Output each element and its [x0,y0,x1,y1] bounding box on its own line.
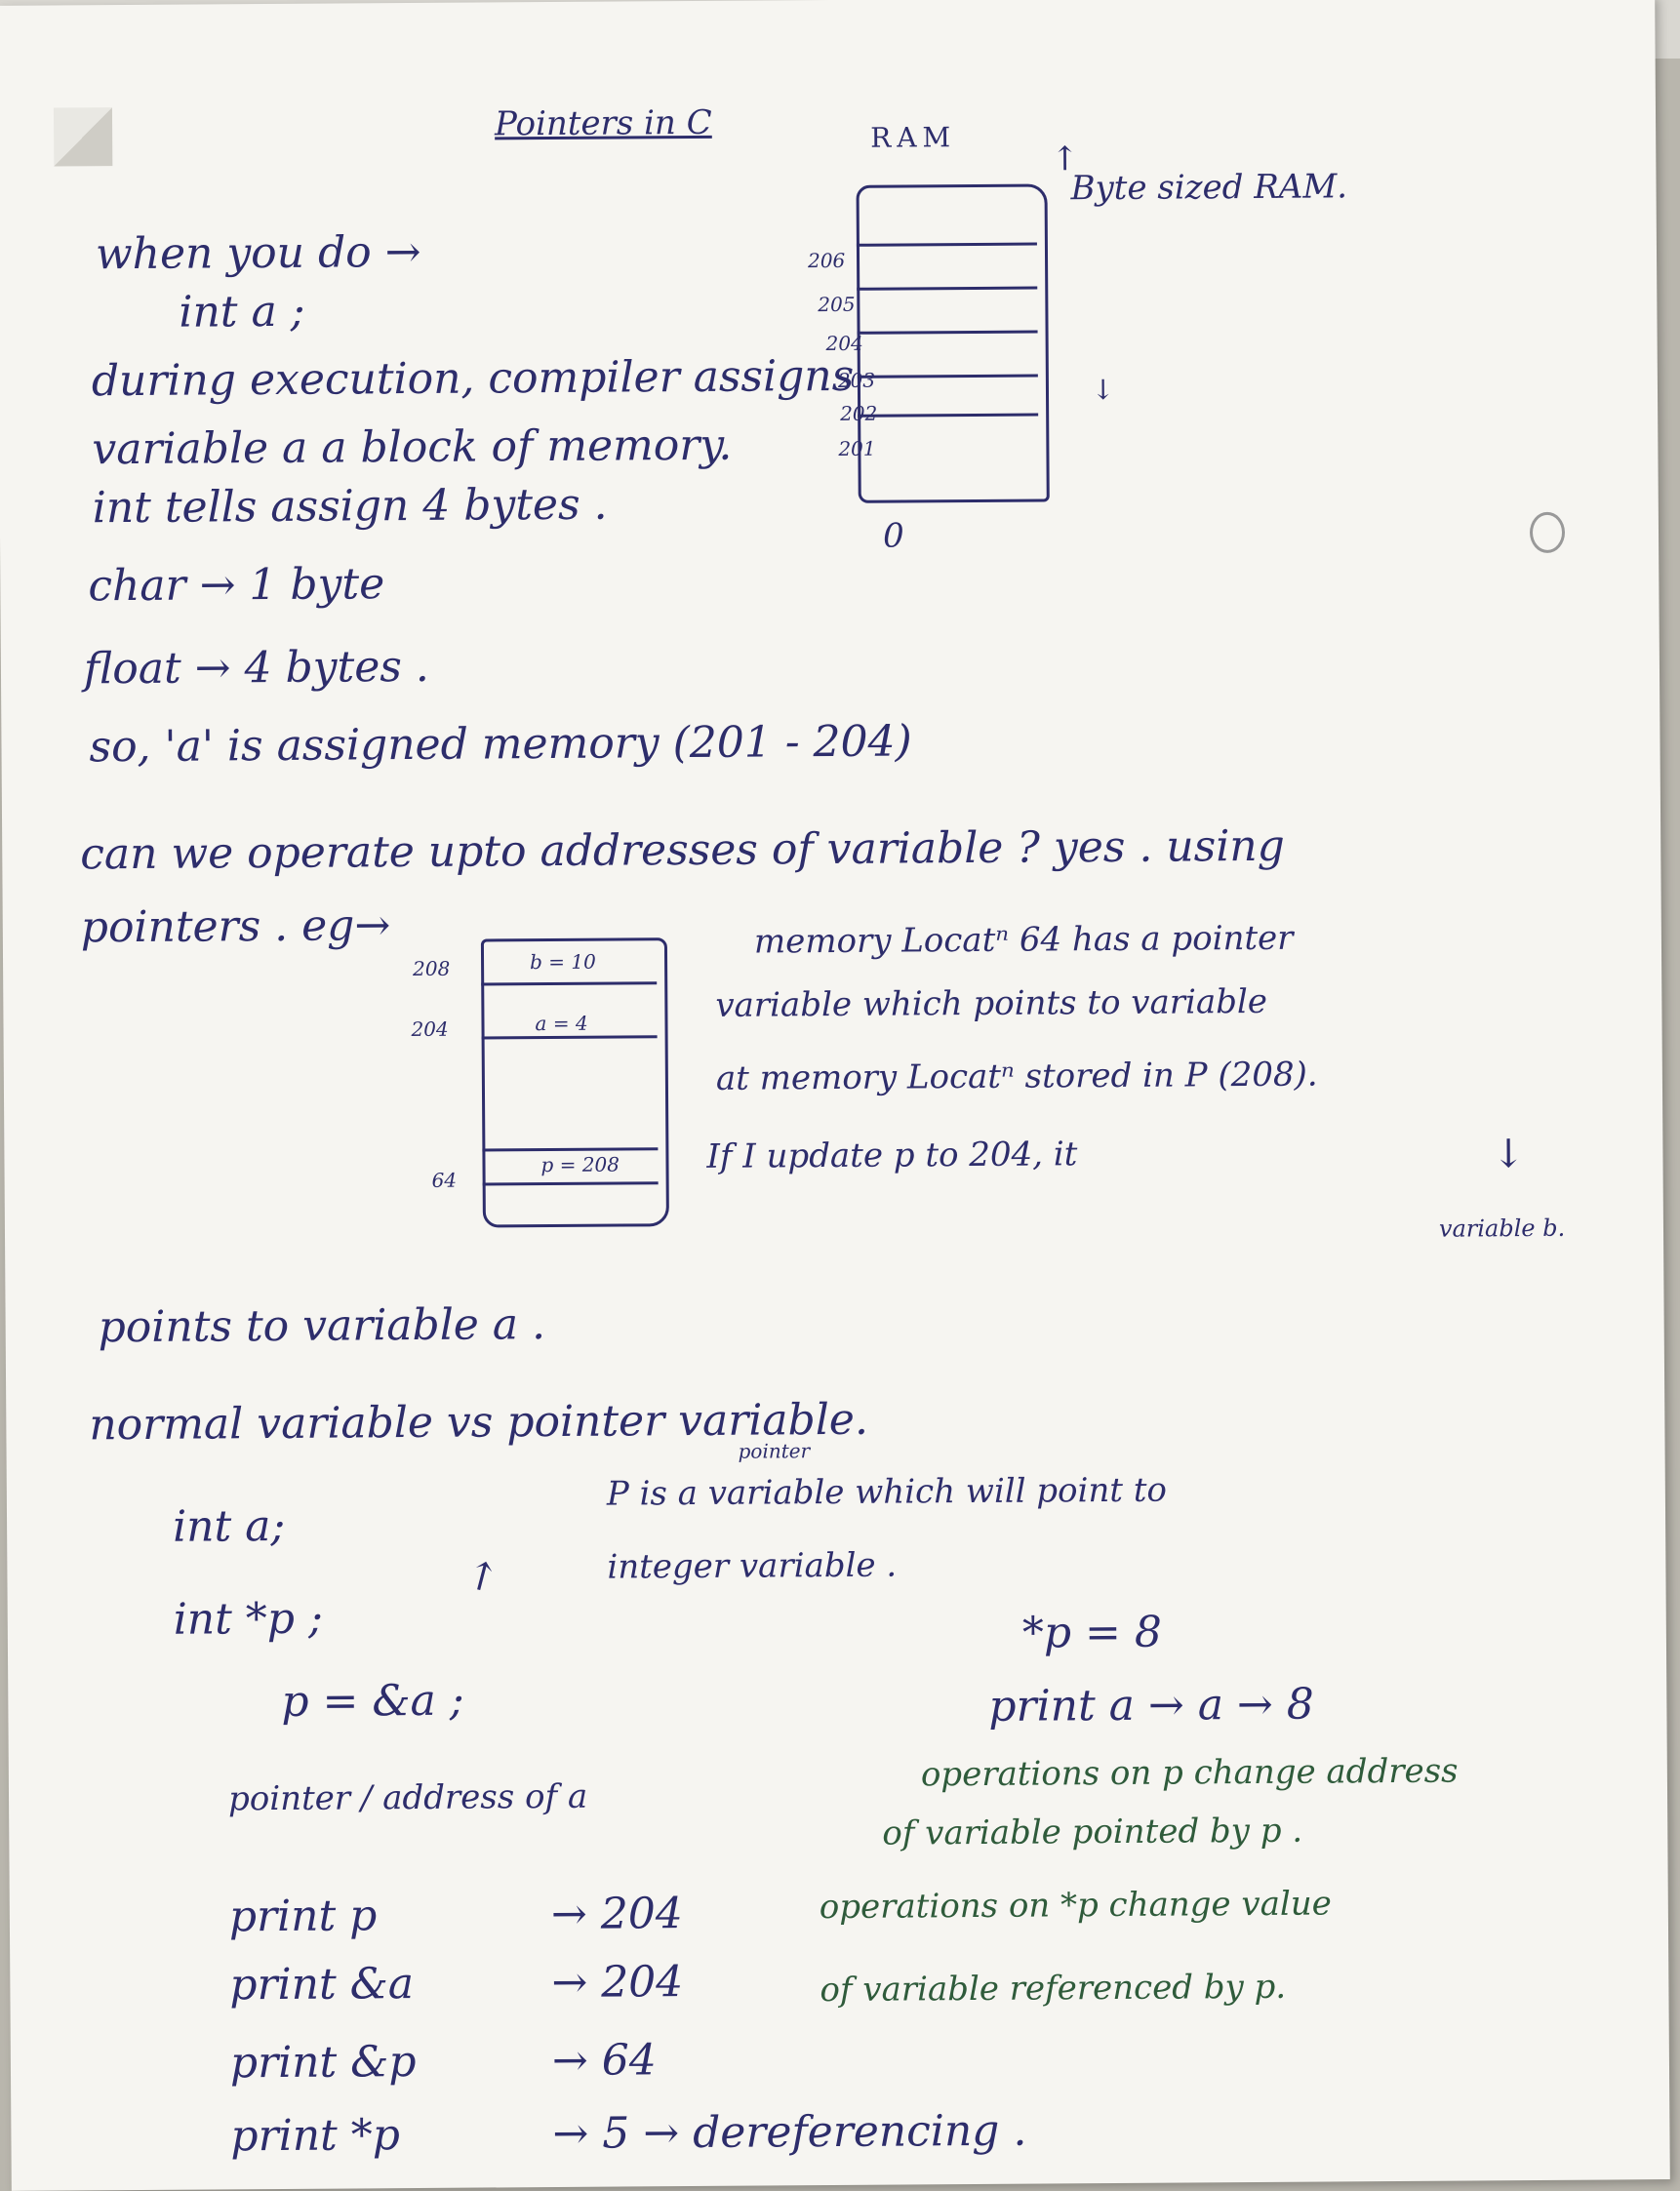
print-result: → 204 [551,1957,684,2009]
page-title: Pointers in C [494,102,712,144]
ram-annotation: Byte sized RAM. [1070,167,1348,209]
address-label: 208 [413,956,451,981]
print-result: → 64 [551,2035,657,2087]
print-expr: print &a [229,1959,415,2011]
intro-line: when you do → [95,226,421,280]
ram-address: 202 [840,401,878,425]
print-expr: print *p [230,2110,401,2162]
comparison-desc: integer variable . [607,1545,898,1587]
assignment-note: pointer / address of a [227,1776,588,1819]
memory-cell-a: a = 4 [535,1011,588,1036]
print-result: → 5 → dereferencing . [552,2105,1027,2160]
ram-bottom-address: 0 [882,516,904,556]
dereference-result: print a → a → 8 [988,1679,1314,1732]
memory-cell-p: p = 208 [540,1152,620,1177]
green-note: operations on p change address [920,1751,1459,1795]
declaration: int *p ; [173,1593,323,1645]
side-note: variable b. [1438,1214,1566,1243]
explanation-line: variable which points to variable [715,981,1268,1025]
ram-block [856,183,1050,503]
assignment: p = &a ; [281,1675,464,1727]
dereference-assign: *p = 8 [1021,1607,1163,1658]
ram-title: RAM [870,121,957,154]
print-expr: print p [228,1891,378,1942]
explanation-line: memory Locatⁿ 64 has a pointer [753,918,1294,962]
punch-hole [1529,511,1566,554]
folded-corner [53,107,113,167]
explanation-line: points to variable a . [98,1299,546,1353]
memory-cell-b: b = 10 [529,949,596,975]
pointer-insert: pointer [738,1439,811,1463]
arrow-icon: ↗ [457,1548,508,1604]
declaration: int a; [172,1500,286,1552]
question-line: pointers . eg→ [80,900,391,953]
explanation-line: at memory Locatⁿ stored in P (208). [715,1055,1318,1098]
intro-conclusion: so, 'a' is assigned memory (201 - 204) [89,716,912,773]
ram-address: 201 [838,436,876,460]
question-line: can we operate upto addresses of variabl… [80,820,1286,880]
float-size: float → 4 bytes . [83,641,429,695]
intro-line: during execution, compiler assigns [91,350,855,407]
green-note: of variable referenced by p. [820,1967,1287,2011]
print-result: → 204 [550,1889,683,1940]
char-size: char → 1 byte [88,559,385,612]
down-arrow-icon: ↓ [1091,373,1115,407]
address-label: 204 [411,1016,449,1042]
ram-address: 205 [818,292,856,317]
address-label: 64 [431,1168,458,1192]
ram-address: 206 [807,248,846,273]
intro-code: int a ; [179,286,305,338]
comparison-desc: P is a variable which will point to [606,1470,1168,1514]
green-note: operations on *p change value [819,1884,1332,1928]
explanation-line: If I update p to 204, it [706,1135,1078,1176]
down-arrow-icon: ↓ [1492,1132,1526,1177]
intro-line: variable a a block of memory. [92,419,733,475]
intro-line: int tells assign 4 bytes . [92,479,608,534]
green-note: of variable pointed by p . [882,1811,1303,1853]
print-expr: print &p [229,2037,417,2089]
